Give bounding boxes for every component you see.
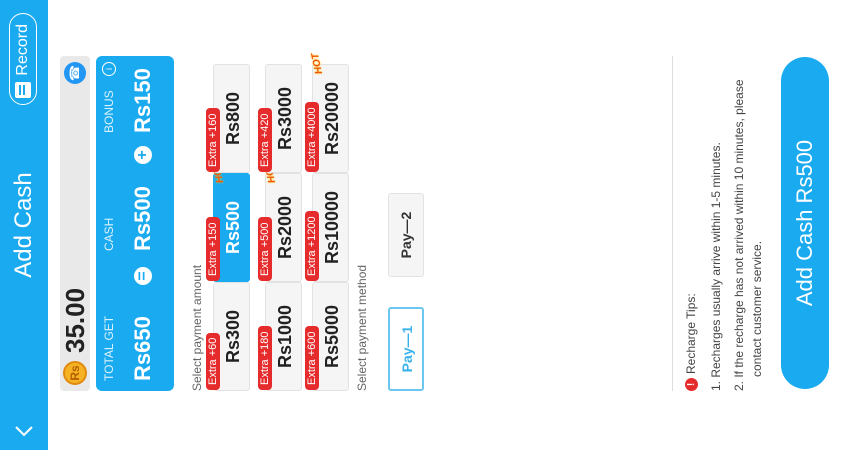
total-label: TOTAL GET [102, 315, 116, 381]
extra-badge: Extra +1200 [305, 211, 319, 281]
cash: CASH Rs500 [102, 186, 156, 251]
amount-option[interactable]: Extra +500Rs2000HOT [258, 161, 302, 282]
amount-value: Rs500 [223, 200, 243, 255]
summary-card: TOTAL GET Rs650 = CASH Rs500 + BONUS Rs1… [96, 56, 174, 391]
tip-2-cont: contact customer service. [750, 240, 764, 377]
plus-sign: + [134, 146, 152, 164]
amount-section-label: Select payment amount [190, 264, 204, 391]
top-bar: Add Cash Record [0, 0, 48, 450]
tips-title: Recharge Tips: [684, 293, 698, 374]
amount-value: Rs10000 [322, 190, 342, 265]
extra-badge: Extra +4000 [305, 102, 319, 172]
record-label: Record [14, 24, 31, 76]
amount-value: Rs3000 [275, 86, 295, 151]
document-icon [15, 81, 31, 98]
add-cash-button[interactable]: Add Cash Rs500 [781, 57, 829, 389]
extra-badge: Extra +420 [258, 108, 272, 172]
amount-value: Rs5000 [322, 304, 342, 369]
info-icon[interactable]: i [102, 62, 116, 76]
total-value: Rs650 [130, 316, 155, 381]
tip-2: 2. If the recharge has not arrived withi… [732, 79, 746, 391]
amount-value: Rs1000 [275, 304, 295, 369]
coin-icon: Rs [63, 361, 87, 385]
tips-header: ! Recharge Tips: [684, 293, 698, 391]
support-button[interactable]: ☎ [64, 62, 86, 84]
chevron-left-icon [12, 418, 36, 442]
bonus: BONUS Rs150 [102, 68, 156, 133]
amount-value: Rs800 [223, 91, 243, 146]
extra-badge: Extra +180 [258, 326, 272, 390]
balance-bar: Rs 35.00 ☎ [60, 56, 90, 391]
extra-badge: Extra +160 [206, 108, 220, 172]
method-section-label: Select payment method [355, 264, 369, 391]
pay-method-2[interactable]: Pay—2 [388, 193, 424, 277]
extra-badge: Extra +60 [206, 332, 220, 390]
balance-amount: 35.00 [60, 287, 90, 353]
tip-1: 1. Recharges usually arrive within 1-5 m… [709, 142, 723, 391]
equals-sign: = [134, 267, 152, 285]
cash-value: Rs500 [130, 186, 155, 251]
bonus-label: BONUS [102, 90, 116, 133]
hot-badge: HOT [309, 52, 326, 76]
headset-icon: ☎ [67, 64, 82, 82]
total-get: TOTAL GET Rs650 [102, 316, 156, 381]
exclamation-icon: ! [684, 378, 698, 391]
back-button[interactable] [12, 418, 36, 442]
amount-value: Rs300 [223, 309, 243, 364]
divider [672, 56, 673, 391]
amount-value: Rs20000 [322, 81, 342, 156]
extra-badge: Extra +600 [305, 326, 319, 390]
amount-value: Rs2000 [275, 195, 295, 260]
pay-method-1[interactable]: Pay—1 [388, 307, 424, 391]
bonus-value: Rs150 [130, 68, 155, 133]
cash-label: CASH [102, 217, 116, 251]
extra-badge: Extra +500 [258, 217, 272, 281]
extra-badge: Extra +150 [206, 217, 220, 281]
amount-option[interactable]: Extra +150Rs500HOT [206, 161, 250, 282]
record-button[interactable]: Record [9, 13, 37, 105]
